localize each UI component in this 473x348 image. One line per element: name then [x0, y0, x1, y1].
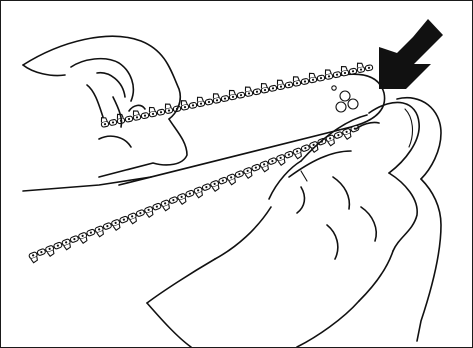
chain-link — [365, 65, 373, 72]
right-hand-with-glove — [147, 98, 441, 347]
chain-link — [324, 69, 333, 80]
chain-link — [340, 65, 349, 76]
chain-link — [164, 103, 173, 114]
chain-link — [141, 112, 149, 119]
chain-link — [86, 229, 95, 237]
arrow-down-left-icon — [379, 19, 443, 89]
chain-link — [334, 131, 343, 139]
chain-link — [268, 157, 277, 165]
chain-link — [185, 190, 194, 198]
chain-link — [228, 89, 237, 100]
chain-link — [292, 76, 301, 87]
chain-link — [169, 196, 178, 204]
chain-link — [189, 102, 197, 109]
chain-link — [253, 88, 261, 95]
bar-nose-holes-icon — [332, 86, 358, 112]
chain-link — [205, 99, 213, 106]
chain-link — [317, 138, 326, 146]
chain-link — [132, 110, 141, 121]
chain-link — [157, 109, 165, 116]
chain-link — [284, 151, 293, 159]
chain-link — [301, 144, 310, 152]
chain-link — [221, 95, 229, 102]
chain-link — [317, 75, 325, 82]
chain-link — [285, 82, 293, 89]
chain-link — [109, 119, 117, 126]
chain-link — [53, 242, 62, 250]
chain-link — [251, 164, 260, 172]
chain-link — [308, 72, 317, 83]
chain-link — [218, 177, 227, 185]
chain-link — [103, 222, 112, 230]
chain-link — [356, 62, 365, 73]
chain-link — [70, 235, 79, 243]
chain-link — [37, 248, 46, 256]
chain-link — [180, 99, 189, 110]
chain-link — [202, 183, 211, 191]
chain-link — [100, 117, 109, 128]
chain-link — [350, 125, 359, 133]
chain-link — [276, 79, 285, 90]
chain-link — [212, 93, 221, 104]
chain-link — [333, 71, 341, 78]
chain-link — [269, 85, 277, 92]
chain-link — [244, 86, 253, 97]
chain-link — [152, 203, 161, 211]
chain-link — [136, 209, 145, 217]
chain-link — [119, 216, 128, 224]
chain-link — [301, 78, 309, 85]
saw-chain-upper — [100, 62, 373, 127]
chain-link — [235, 170, 244, 178]
saw-chain-lower — [29, 125, 360, 264]
chain-link — [125, 116, 133, 123]
chain-link — [260, 82, 269, 93]
chain-link — [237, 92, 245, 99]
chain-link — [148, 106, 157, 117]
guide-bar — [103, 74, 385, 185]
chain-link — [349, 68, 357, 75]
chain-link — [196, 96, 205, 107]
